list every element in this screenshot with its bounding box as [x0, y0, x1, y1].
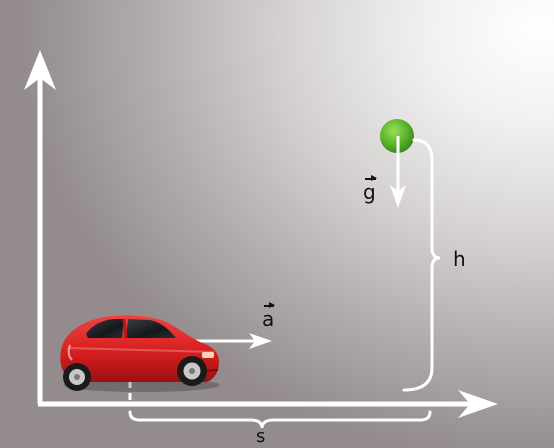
- distance-brace: [128, 410, 432, 429]
- height-label: h: [453, 247, 466, 271]
- gravity-label: g: [363, 175, 377, 204]
- gravity-symbol: g: [363, 175, 377, 204]
- horizontal-axis: [38, 390, 498, 418]
- gravity-vector: [390, 136, 406, 208]
- acceleration-symbol: a: [262, 302, 276, 331]
- red-car-icon: [60, 315, 220, 392]
- height-brace: [402, 138, 441, 392]
- acceleration-label: a: [262, 302, 276, 331]
- vertical-axis: [24, 50, 56, 404]
- distance-label: s: [256, 426, 266, 447]
